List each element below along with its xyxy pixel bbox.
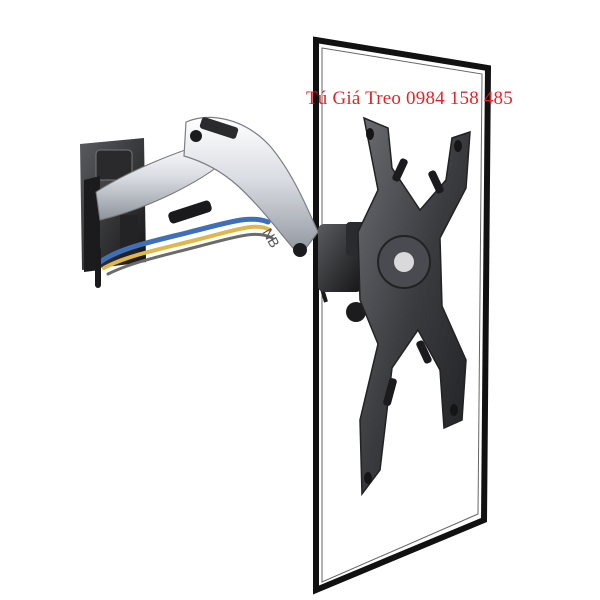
tv-frame — [313, 36, 492, 595]
cables — [95, 216, 274, 288]
vesa-plate — [357, 116, 471, 497]
watermark-text: Tú Giá Treo 0984 158 485 — [306, 88, 513, 109]
